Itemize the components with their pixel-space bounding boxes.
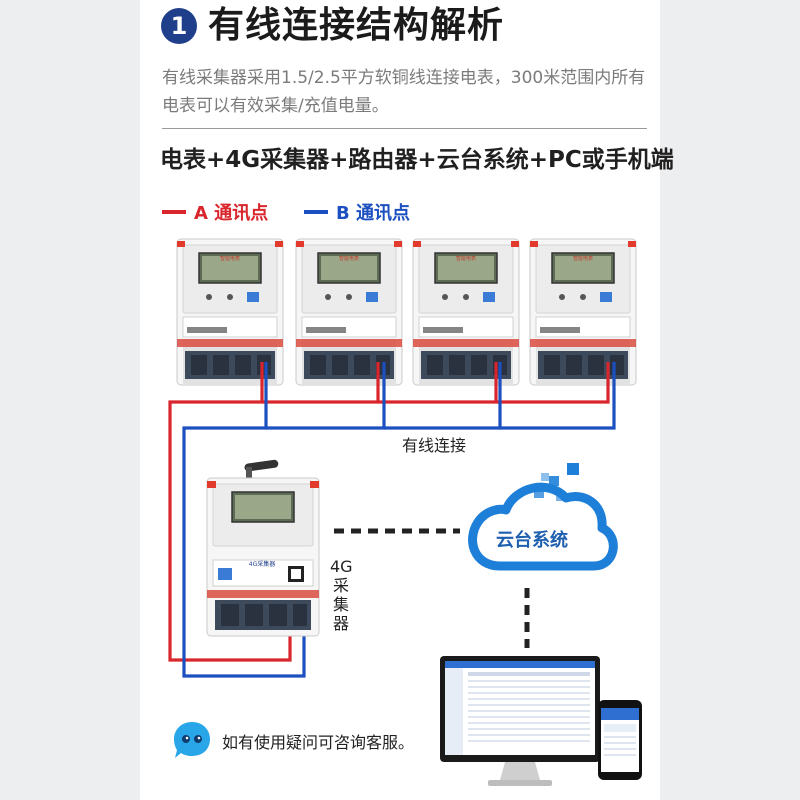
line-b xyxy=(182,362,616,678)
cloud-icon: 云台系统 xyxy=(468,463,618,571)
section-number-badge: 1 xyxy=(161,8,197,44)
cloud-label: 云台系统 xyxy=(496,529,568,551)
section-description: 有线采集器采用1.5/2.5平方软铜线连接电表，300米范围内所有电表可以有效采… xyxy=(162,68,646,116)
line-a xyxy=(168,362,610,662)
help-text: 如有使用疑问可咨询客服。 xyxy=(222,733,415,752)
chat-bubble-icon[interactable] xyxy=(172,720,212,760)
system-formula: 电表+4G采集器+路由器+云台系统+PC或手机端 xyxy=(160,147,674,173)
phone-icon xyxy=(598,700,642,780)
collector-label-line-3: 集 xyxy=(332,595,349,614)
section-title: 有线连接结构解析 xyxy=(208,5,505,46)
legend-b-label: B 通讯点 xyxy=(336,203,410,224)
legend-b: B 通讯点 xyxy=(304,200,410,228)
collector-label-line-2: 采 xyxy=(332,576,349,595)
legend-b-swatch xyxy=(304,210,328,214)
antenna-icon xyxy=(244,459,279,472)
legend-a: A 通讯点 xyxy=(162,200,268,228)
divider xyxy=(162,128,647,129)
left-margin xyxy=(0,0,140,800)
collector-4g: 4G采集器 xyxy=(206,459,320,637)
legend-a-swatch xyxy=(162,210,186,214)
meter-1-brand: 智能电表 xyxy=(220,255,240,262)
meter-3-brand: 智能电表 xyxy=(456,255,476,262)
collector-label: 4G 采 集 器 xyxy=(330,557,353,633)
monitor-icon xyxy=(440,656,600,786)
legend-a-label: A 通讯点 xyxy=(194,203,269,224)
meter-2-brand: 智能电表 xyxy=(339,255,359,262)
collector-label-line-1: 4G xyxy=(330,557,353,576)
right-margin xyxy=(660,0,800,800)
collector-panel-label: 4G采集器 xyxy=(249,560,275,568)
meter-4-brand: 智能电表 xyxy=(573,255,593,262)
collector-label-line-4: 器 xyxy=(332,614,349,633)
wired-connection-label: 有线连接 xyxy=(402,436,467,455)
